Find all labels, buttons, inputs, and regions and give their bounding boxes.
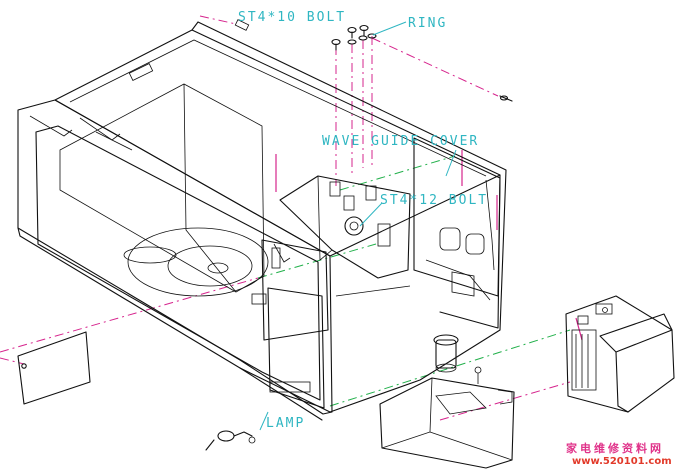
magnetron [565,295,675,413]
center-lines [0,15,583,421]
oven-cavity [17,19,507,421]
lamp-assembly [433,334,482,384]
label-wave-guide-cover: WAVE GUIDE COVER [322,134,480,149]
screw-icon [347,26,357,39]
watermark-chinese: 家电维修资料网 [566,442,664,455]
fan-bracket [379,377,515,469]
label-st4-12-bolt: ST4*12 BOLT [380,193,489,208]
watermark-url: www.520101.com [572,456,672,467]
screw-icon [331,38,341,51]
screws-and-rings [331,24,513,102]
thermal-fuse [205,430,256,451]
label-lamp: LAMP [266,416,306,431]
label-ring: RING [408,16,448,31]
leader-lines [259,21,457,431]
mica-plate [17,331,91,405]
label-st4-10-bolt: ST4*10 BOLT [238,10,347,25]
screw-icon [499,95,513,102]
screw-icon [359,24,369,37]
ring-icon [347,33,377,45]
